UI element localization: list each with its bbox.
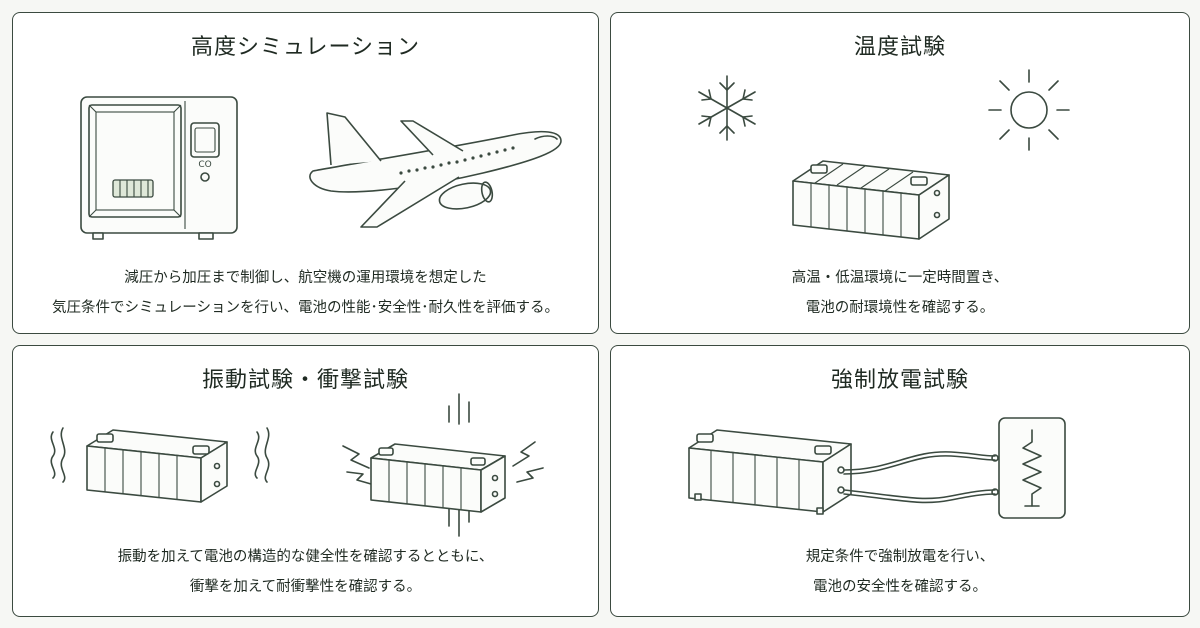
vibration-illustration <box>50 393 544 537</box>
battery-icon <box>370 443 506 513</box>
airplane-icon <box>309 112 562 228</box>
panel-title: 強制放電試験 <box>830 368 969 393</box>
resistor-icon <box>998 417 1066 519</box>
panel-description: 減圧から加圧まで制御し、航空機の運用環境を想定した 気圧条件でシミュレーションを… <box>13 263 598 323</box>
battery-icon <box>86 429 228 503</box>
temperature-illustration <box>698 69 1070 240</box>
panel-forced-discharge-test: 強制放電試験 規定条件で強制放電を行い、 電池の安全性を確認する。 <box>610 345 1190 617</box>
snowflake-icon <box>698 75 756 141</box>
description-line: 減圧から加圧まで制御し、航空機の運用環境を想定した <box>124 270 487 286</box>
impact-spark-icon <box>342 441 544 485</box>
description-line: 電池の耐環境性を確認する。 <box>805 300 995 316</box>
panel-title: 高度シミュレーション <box>190 35 421 60</box>
description-line: 振動を加えて電池の構造的な健全性を確認するとともに、 <box>117 549 494 565</box>
discharge-illustration <box>688 417 1066 519</box>
test-chamber-icon: CO <box>80 96 238 240</box>
description-line: 規定条件で強制放電を行い、 <box>805 549 995 565</box>
panel-description: 振動を加えて電池の構造的な健全性を確認するとともに、 衝撃を加えて耐衝撃性を確認… <box>13 542 598 602</box>
description-line: 気圧条件でシミュレーションを行い、電池の性能･安全性･耐久性を評価する。 <box>52 300 559 316</box>
panel-title: 振動試験・衝撃試験 <box>201 368 409 393</box>
description-line: 電池の安全性を確認する。 <box>813 579 987 595</box>
sun-icon <box>988 69 1070 151</box>
chamber-display-text: CO <box>198 160 211 170</box>
panel-vibration-shock-test: 振動試験・衝撃試験 振動を加えて電池の構造的な健全性を確認するとともに、 衝撃を… <box>12 345 599 617</box>
impact-line-icon <box>448 393 470 537</box>
discharge-cable <box>843 451 999 504</box>
panel-temperature-test: 温度試験 高温・低温環境に一定時間置き、 電池の耐環境性を確認する。 <box>610 12 1190 334</box>
panel-altitude-simulation: CO <box>12 12 599 334</box>
panel-description: 規定条件で強制放電を行い、 電池の安全性を確認する。 <box>611 542 1189 602</box>
battery-icon <box>688 429 852 515</box>
description-line: 高温・低温環境に一定時間置き、 <box>791 270 1009 286</box>
panel-title: 温度試験 <box>853 35 946 60</box>
vibration-wave-icon <box>50 427 270 483</box>
panel-description: 高温・低温環境に一定時間置き、 電池の耐環境性を確認する。 <box>611 263 1189 323</box>
description-line: 衝撃を加えて耐衝撃性を確認する。 <box>189 579 422 595</box>
battery-icon <box>792 160 950 240</box>
altitude-illustration: CO <box>80 96 562 240</box>
